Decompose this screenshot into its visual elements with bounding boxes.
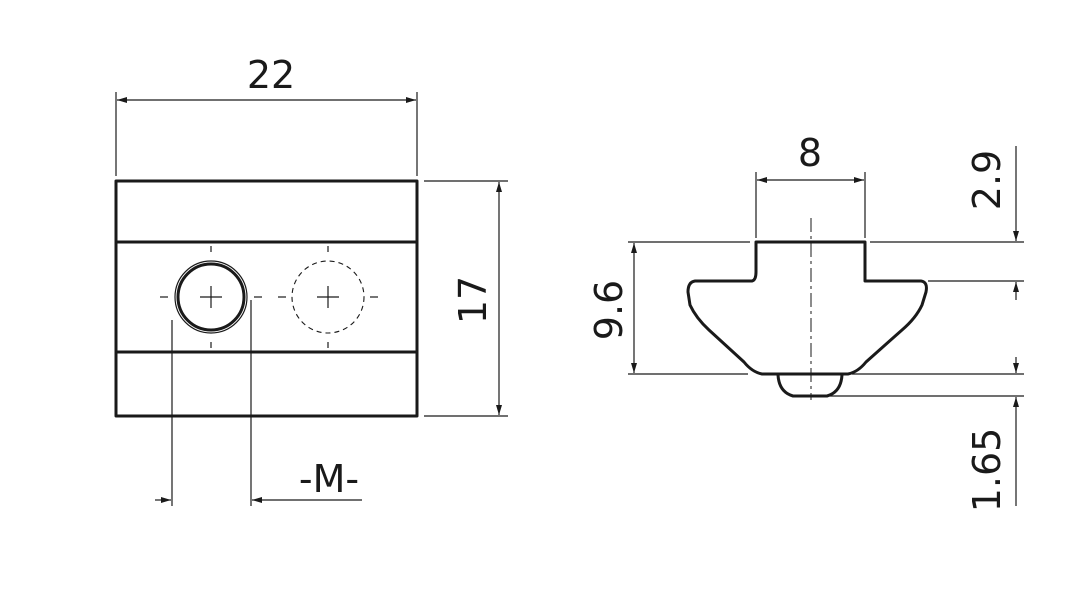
top-step-dimension-label: 2.9 xyxy=(965,150,1009,210)
front-view-body xyxy=(114,179,419,418)
front-view: 22 17 -M- xyxy=(114,53,508,506)
height-dimension-label: 17 xyxy=(451,276,495,324)
spring-ball xyxy=(776,373,844,398)
thread-dimension-label: -M- xyxy=(299,457,359,501)
side-view: 8 9.6 2.9 1.65 xyxy=(587,131,1024,512)
total-height-dimension-label: 9.6 xyxy=(587,280,631,340)
threaded-hole-outer xyxy=(174,260,248,334)
ball-height-dimension-label: 1.65 xyxy=(965,428,1009,513)
width-dimension-label: 22 xyxy=(247,53,295,97)
top-width-dimension-label: 8 xyxy=(798,131,822,175)
alternate-hole-dashed xyxy=(291,260,365,334)
side-view-profile xyxy=(686,240,928,376)
threaded-hole xyxy=(176,262,246,332)
